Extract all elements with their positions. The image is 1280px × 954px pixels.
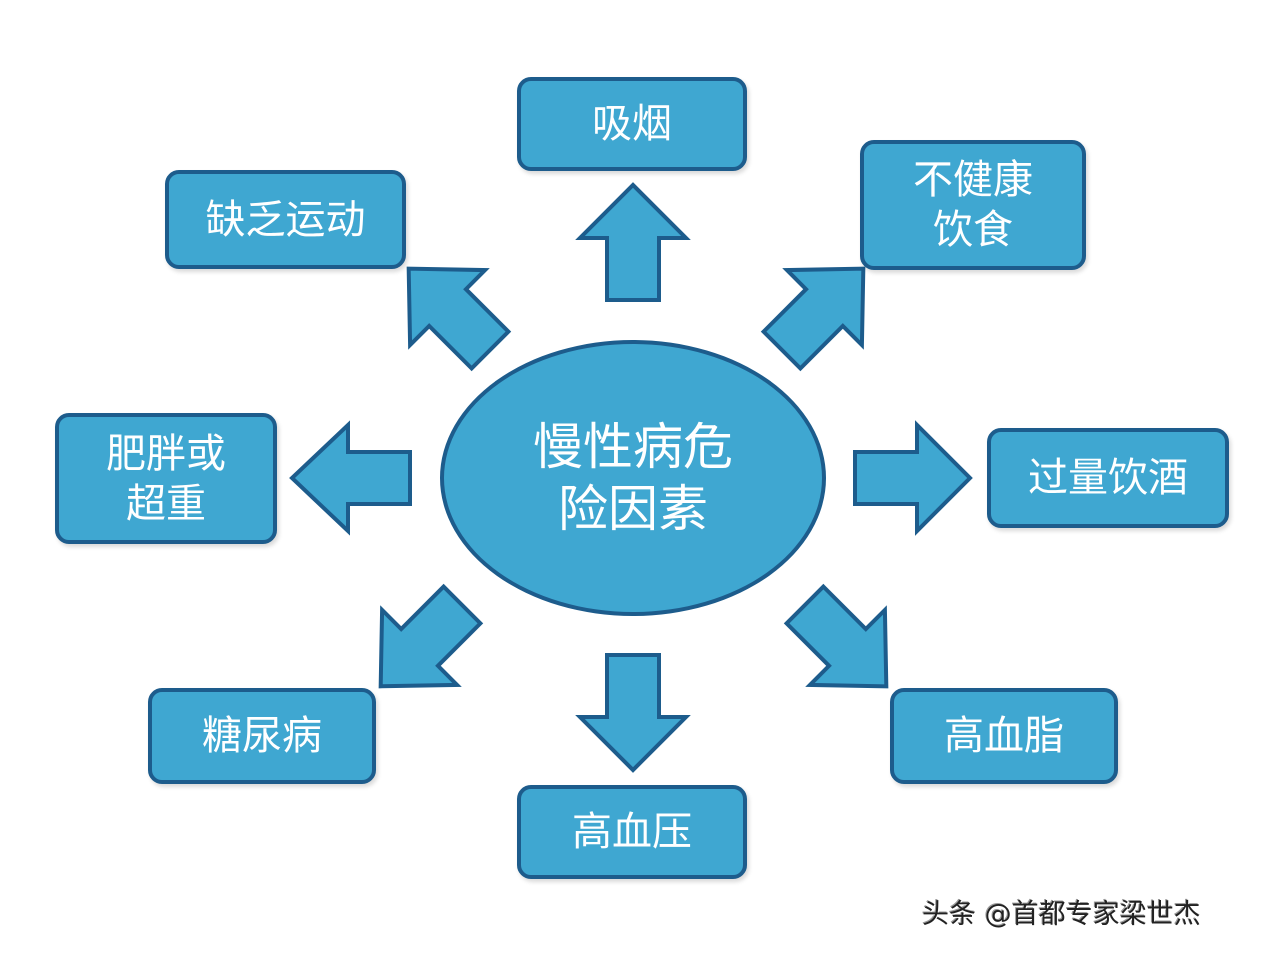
center-ellipse: 慢性病危险因素 bbox=[440, 340, 826, 616]
arrow-left bbox=[289, 420, 412, 536]
factor-label: 吸烟 bbox=[592, 101, 672, 147]
factor-label: 不健康 bbox=[913, 157, 1033, 203]
factor-label: 过量饮酒 bbox=[1028, 455, 1188, 501]
arrow-upper-right bbox=[760, 266, 866, 372]
factor-smoking: 吸烟 bbox=[517, 77, 747, 171]
factor-unhealthy-diet: 不健康饮食 bbox=[860, 140, 1086, 270]
factor-diabetes: 糖尿病 bbox=[148, 688, 376, 784]
factor-lack-exercise: 缺乏运动 bbox=[165, 170, 406, 269]
center-line-1: 慢性病危 bbox=[533, 418, 733, 476]
factor-label: 超重 bbox=[126, 480, 206, 527]
factor-hyperlipidemia: 高血脂 bbox=[890, 688, 1118, 784]
center-line-2: 险因素 bbox=[558, 480, 708, 538]
arrow-lower-left bbox=[378, 583, 484, 689]
arrow-right bbox=[853, 420, 973, 536]
arrow-upper-left bbox=[406, 266, 512, 372]
factor-label: 糖尿病 bbox=[202, 713, 322, 759]
factor-drinking: 过量饮酒 bbox=[987, 428, 1229, 528]
watermark: 头条 @首都专家梁世杰 bbox=[922, 899, 1201, 930]
factor-label: 饮食 bbox=[933, 207, 1013, 253]
factor-label: 缺乏运动 bbox=[205, 196, 366, 243]
factor-label: 高血脂 bbox=[944, 713, 1064, 759]
factor-label: 肥胖或 bbox=[106, 430, 226, 477]
arrow-up bbox=[575, 182, 691, 302]
arrow-lower-right bbox=[783, 583, 889, 689]
factor-obesity: 肥胖或超重 bbox=[55, 413, 277, 544]
arrow-down bbox=[575, 653, 691, 773]
factor-hypertension: 高血压 bbox=[517, 785, 747, 879]
factor-label: 高血压 bbox=[572, 809, 692, 855]
